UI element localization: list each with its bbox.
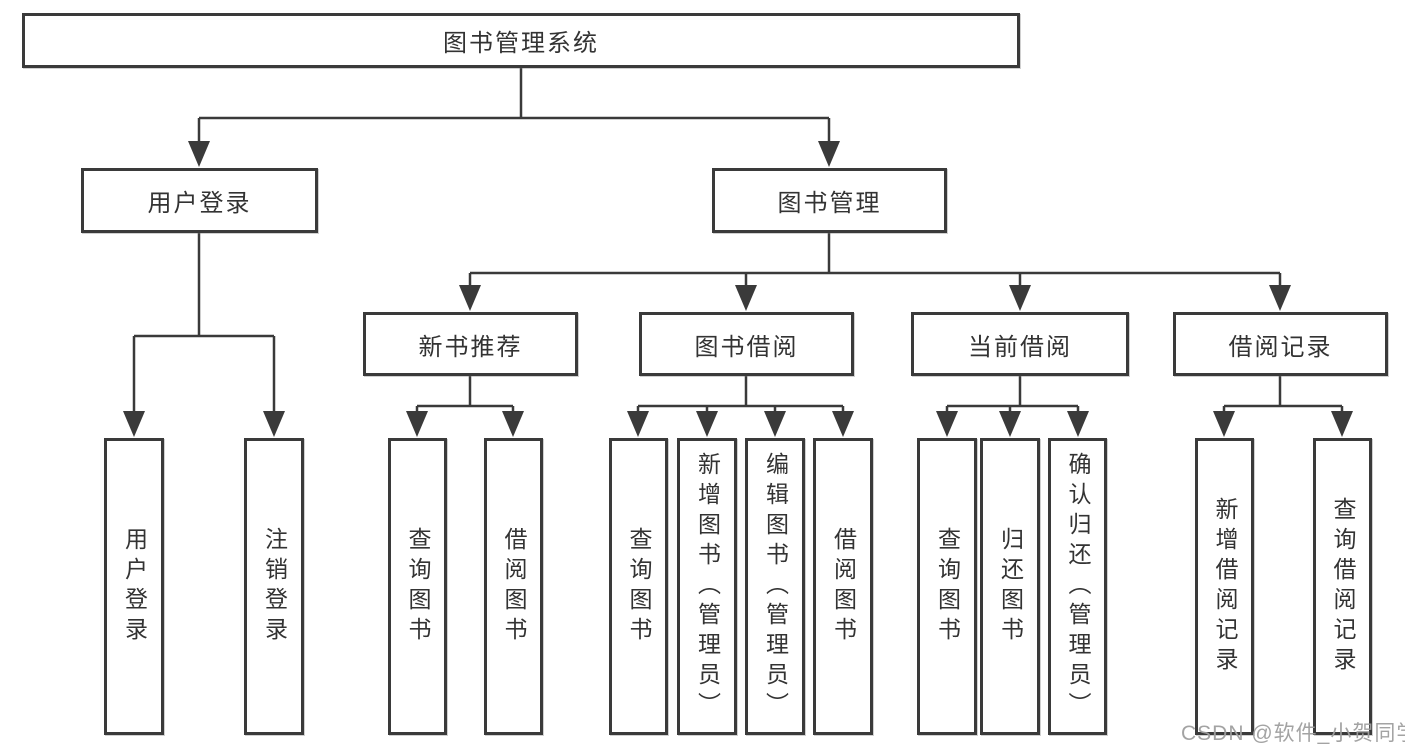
node-new-book-recommendation: 新书推荐 xyxy=(363,312,578,376)
node-user-login-leaf: 用户登录 xyxy=(104,438,164,735)
node-query-books-borrowing: 查询图书 xyxy=(609,438,668,735)
node-library-management-system: 图书管理系统 xyxy=(22,13,1020,68)
node-add-books-admin: 新增图书（管理员） xyxy=(677,438,737,735)
node-borrow-books-borrowing: 借阅图书 xyxy=(813,438,873,735)
node-logout-leaf: 注销登录 xyxy=(244,438,304,735)
node-add-borrow-record: 新增借阅记录 xyxy=(1195,438,1254,735)
node-query-borrow-record: 查询借阅记录 xyxy=(1313,438,1372,735)
node-query-books-recommend: 查询图书 xyxy=(388,438,447,735)
node-borrowing-records: 借阅记录 xyxy=(1173,312,1388,376)
node-book-borrowing: 图书借阅 xyxy=(639,312,854,376)
node-current-borrowing: 当前借阅 xyxy=(911,312,1129,376)
node-book-management: 图书管理 xyxy=(712,168,947,233)
node-return-books: 归还图书 xyxy=(980,438,1040,735)
arrowheads xyxy=(123,141,1353,437)
node-query-books-current: 查询图书 xyxy=(917,438,977,735)
node-confirm-return-admin: 确认归还（管理员） xyxy=(1048,438,1107,735)
node-edit-books-admin: 编辑图书（管理员） xyxy=(745,438,805,735)
node-user-login: 用户登录 xyxy=(81,168,318,233)
csdn-watermark: CSDN @软件_小贺同学 xyxy=(1181,722,1405,745)
node-borrow-books-recommend: 借阅图书 xyxy=(484,438,543,735)
